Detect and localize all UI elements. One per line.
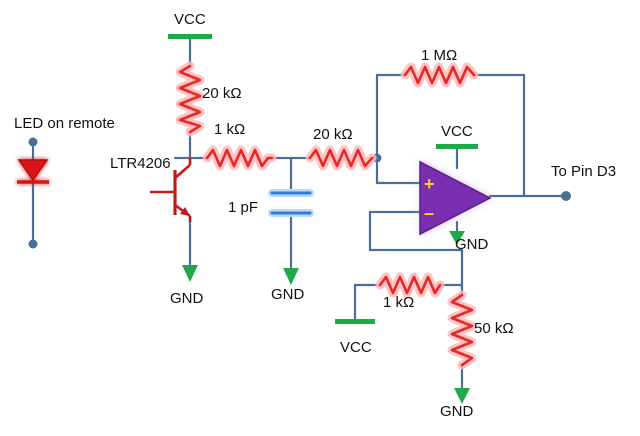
transistor-label: LTR4206 (110, 155, 171, 172)
opamp-plus: + (424, 174, 435, 194)
phototransistor (150, 158, 192, 222)
vcc-label-top: VCC (174, 11, 206, 28)
vcc-label-bottom: VCC (340, 339, 372, 356)
vcc-bar-bottom (335, 319, 375, 324)
r1-label: 20 kΩ (202, 85, 242, 102)
resistor-50k-vertical (447, 290, 477, 370)
resistor-1k-bottom (375, 272, 445, 298)
cap-label: 1 pF (228, 199, 258, 216)
output-label: To Pin D3 (551, 163, 616, 180)
gnd-label-bottom: GND (440, 403, 474, 420)
ground-symbol-bottom (454, 388, 470, 404)
output-terminal (561, 191, 571, 201)
gnd-label-transistor: GND (170, 290, 204, 307)
led-label: LED on remote (14, 115, 115, 132)
gnd-label-opamp: GND (455, 236, 489, 253)
wires (31, 36, 568, 390)
capacitor-1pf (268, 189, 314, 217)
opamp-triangle (419, 160, 492, 236)
ground-symbol-cap (283, 268, 299, 285)
gnd-label-cap: GND (271, 286, 305, 303)
resistor-1m-feedback (400, 62, 479, 88)
resistor-1k-horizontal (202, 145, 277, 171)
r5-label: 50 kΩ (474, 320, 514, 337)
vcc-bar-opamp (436, 144, 478, 149)
r2-label: 1 kΩ (214, 121, 245, 138)
vcc-label-opamp: VCC (441, 123, 473, 140)
r4-label: 1 kΩ (383, 294, 414, 311)
led-terminal-bottom (28, 239, 38, 249)
ground-symbol-opamp (449, 231, 465, 245)
led-terminal-top (28, 137, 38, 147)
opamp-minus: – (424, 203, 434, 223)
vcc-bar-top (168, 34, 212, 39)
led-symbol (17, 159, 49, 184)
resistor-20k-horizontal (305, 145, 377, 171)
ground-symbol-transistor (182, 265, 198, 282)
resistor-20k-vertical (175, 61, 205, 137)
r3-label: 20 kΩ (313, 126, 353, 143)
rf-label: 1 MΩ (421, 47, 457, 64)
